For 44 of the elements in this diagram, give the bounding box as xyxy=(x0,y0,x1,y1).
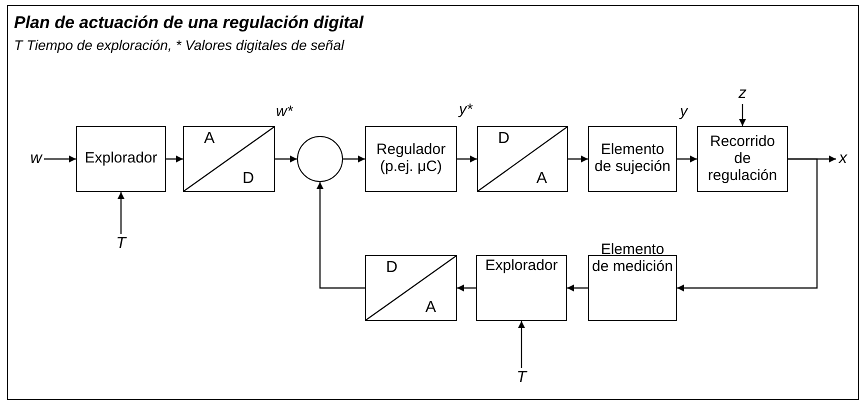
arrow xyxy=(457,156,477,162)
arrow xyxy=(316,182,365,289)
edge-label: y* xyxy=(459,102,472,117)
signal-label: T xyxy=(516,368,527,388)
box-text: Explorador xyxy=(484,258,559,275)
signal-label: z xyxy=(736,84,749,104)
arrow xyxy=(518,321,525,368)
arrow xyxy=(677,156,697,162)
converter-box xyxy=(183,126,275,192)
arrow xyxy=(568,156,588,162)
arrow xyxy=(739,104,746,126)
process-box xyxy=(588,126,677,192)
process-box xyxy=(697,126,788,192)
arrow xyxy=(118,192,124,234)
arrow xyxy=(343,156,365,162)
edge-label: w* xyxy=(276,104,293,119)
box-text: Explorador xyxy=(84,150,158,168)
arrow xyxy=(457,284,476,292)
box-text: Elemento de sujeción xyxy=(594,142,672,176)
box-text: Elemento de medición xyxy=(591,242,674,276)
signal-label: x xyxy=(836,149,850,169)
converter-letter: D xyxy=(386,260,398,276)
converter-letter: D xyxy=(498,131,510,147)
converter-letter: A xyxy=(204,131,215,147)
process-box xyxy=(365,126,457,192)
arrow xyxy=(677,158,818,292)
diagram-title: Plan de actuación de una regulación digital xyxy=(14,12,364,34)
subtitle-note: T Tiempo de exploración, * Valores digitales de señal xyxy=(14,36,344,55)
converter-box xyxy=(365,255,457,321)
converter-box xyxy=(477,126,568,192)
arrow xyxy=(275,156,297,162)
signal-label: T xyxy=(115,234,127,254)
box-text: Regulador (p.ej. μC) xyxy=(375,142,447,176)
converter-letter: A xyxy=(425,300,436,316)
arrow xyxy=(166,156,183,162)
edge-label: y xyxy=(680,104,688,119)
converter-letter: A xyxy=(536,171,547,187)
process-box xyxy=(476,255,567,321)
arrow xyxy=(44,156,76,162)
process-box xyxy=(76,126,166,192)
converter-letter: D xyxy=(242,171,254,187)
box-text: Recorrido de regulación xyxy=(706,134,778,184)
arrow xyxy=(567,284,588,292)
signal-label: w xyxy=(28,149,44,169)
